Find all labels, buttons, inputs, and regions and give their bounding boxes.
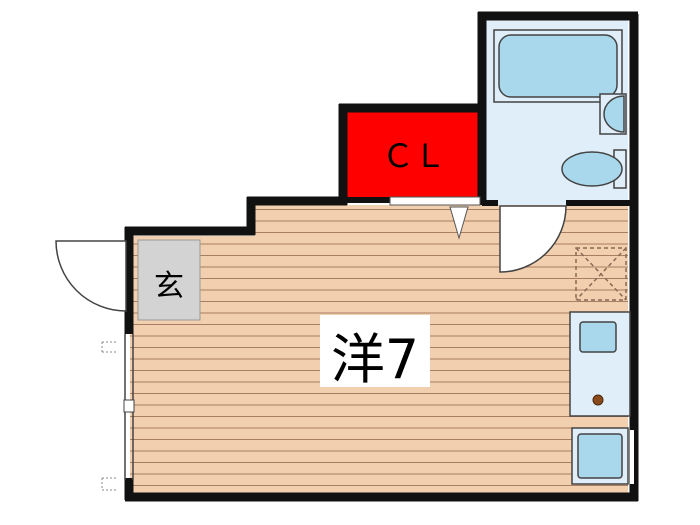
room-label-western: 洋7 (331, 328, 419, 391)
bathtub-basin (498, 34, 618, 98)
storage-cabinet (575, 247, 627, 301)
refrigerator (577, 433, 623, 479)
room-label-box (320, 315, 430, 387)
closet-door (389, 196, 481, 206)
room-label-entrance: 玄 (154, 269, 184, 304)
bath-door-swing (499, 205, 567, 273)
room-label-closet: ＣＬ (382, 137, 446, 175)
washbasin (603, 95, 625, 133)
closet-area (347, 112, 486, 197)
closet-door-marker (449, 206, 469, 240)
window-left (101, 334, 135, 491)
stove-burner (592, 394, 604, 406)
kitchen-sink (579, 321, 617, 353)
entrance-floor (137, 239, 201, 321)
toilet-bowl (561, 151, 623, 187)
entrance-door-swing (55, 240, 127, 312)
walls (124, 11, 639, 502)
